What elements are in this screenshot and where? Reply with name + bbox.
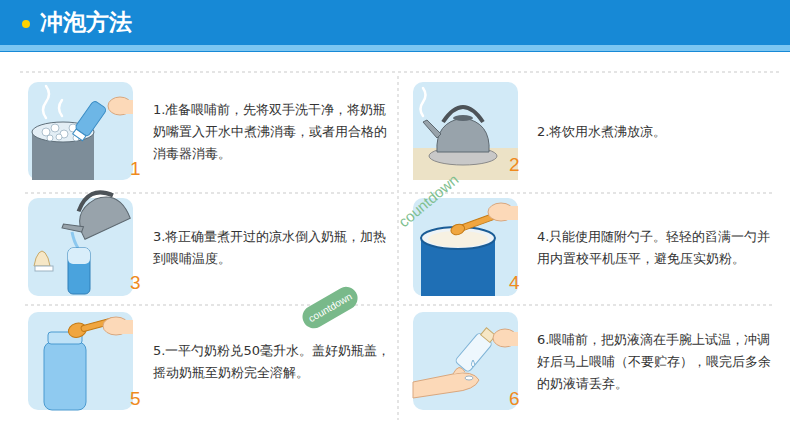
step-number: 2 [509,154,520,176]
sterilize-picture [28,82,133,180]
pouring-picture [28,184,133,296]
step-text: 2.将饮用水煮沸放凉。 [537,121,775,143]
step-panel: 6 6.喂哺前，把奶液滴在手腕上试温，冲调好后马上喂哺（不要贮存），喂完后多余的奶… [410,310,775,414]
picture-slot: 6 [410,310,537,414]
scoop-picture [413,198,518,296]
page-title: 冲泡方法 [40,7,132,37]
step-text: 6.喂哺前，把奶液滴在手腕上试温，冲调好后马上喂哺（不要贮存），喂完后多余的奶液… [537,329,775,395]
dashed-separators [20,72,780,420]
step-text: 1.准备喂哺前，先将双手洗干净，将奶瓶奶嘴置入开水中煮沸消毒，或者用合格的消毒器… [153,99,395,165]
step-panel: 2 2.将饮用水煮沸放凉。 [410,80,775,184]
picture-slot: 1 [25,80,153,184]
header-bar [0,0,790,45]
header-stripe [0,45,790,51]
step-number: 5 [130,388,141,410]
bullet-dot [22,20,30,28]
picture-slot: 4 [410,196,537,300]
kettle-picture [413,82,518,180]
step-text: 3.将正确量煮开过的凉水倒入奶瓶，加热到喂哺温度。 [153,226,395,270]
step-number: 3 [130,272,141,294]
watermark: countdown [298,282,362,332]
step-number: 1 [130,158,141,180]
wrist-test-picture [413,312,518,410]
mixing-picture [28,312,133,410]
picture-slot: 3 [25,196,153,300]
step-panel: 1 1.准备喂哺前，先将双手洗干净，将奶瓶奶嘴置入开水中煮沸消毒，或者用合格的消毒… [25,80,395,184]
step-text: 4.只能使用随附勺子。轻轻的舀满一勺并用内置校平机压平，避免压实奶粉。 [537,226,775,270]
picture-slot: 5 [25,310,153,414]
step-panel: 4 4.只能使用随附勺子。轻轻的舀满一勺并用内置校平机压平，避免压实奶粉。 [410,196,775,300]
picture-slot: 2 [410,80,537,184]
header-rule [0,51,790,52]
step-text: 5.一平勺奶粉兑50毫升水。盖好奶瓶盖，摇动奶瓶至奶粉完全溶解。 [153,340,395,384]
step-panel: 3 3.将正确量煮开过的凉水倒入奶瓶，加热到喂哺温度。 [25,196,395,300]
step-number: 4 [509,272,520,294]
step-number: 6 [509,388,520,410]
step-panel: 5 5.一平勺奶粉兑50毫升水。盖好奶瓶盖，摇动奶瓶至奶粉完全溶解。 [25,310,395,414]
